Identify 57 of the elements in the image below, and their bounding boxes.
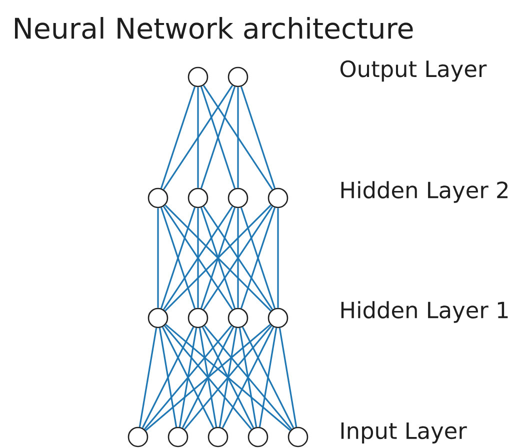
connection-line — [237, 87, 239, 188]
connection-line — [197, 87, 199, 188]
layer-label: Output Layer — [340, 60, 487, 82]
title: Neural Network architecture — [15, 17, 413, 39]
neuron-circle — [148, 188, 168, 208]
connection-line — [240, 86, 276, 189]
neuron-circle — [268, 308, 288, 328]
layer-label: Input Layer — [341, 422, 467, 444]
connection-line — [204, 325, 292, 430]
connection-line — [138, 328, 158, 428]
neuron-circle — [188, 66, 208, 88]
neuron-circle — [168, 426, 188, 448]
connection-line — [145, 324, 271, 432]
neuron-circle — [248, 426, 268, 448]
connection-line — [162, 326, 214, 428]
connection-line — [184, 325, 272, 430]
connection-line — [197, 208, 199, 308]
connection-line — [218, 328, 238, 428]
neuron-circle — [128, 426, 148, 448]
connection-line — [162, 85, 234, 190]
layer-label: Hidden Layer 1 — [341, 301, 508, 323]
connection-line — [242, 326, 294, 428]
crossing-lines — [200, 207, 236, 309]
connection-line — [238, 328, 258, 428]
connection-line — [158, 328, 178, 428]
connection-line — [222, 326, 274, 428]
neuron-circle — [228, 66, 248, 88]
layer-label: Hidden Layer 2 — [341, 181, 508, 203]
neuron-circle — [148, 308, 168, 328]
connection-line — [182, 326, 234, 428]
neuron-circle — [188, 308, 208, 328]
neuron-circle — [228, 188, 248, 208]
crossing-lines — [200, 86, 236, 189]
connection-line — [157, 208, 159, 308]
connection-line — [198, 328, 218, 428]
connection-line — [278, 328, 298, 428]
connection-line — [144, 325, 232, 430]
connection-line — [277, 208, 279, 308]
crossing-lines — [162, 206, 234, 310]
connection-line — [142, 326, 194, 428]
neuron-circle — [208, 426, 228, 448]
crossing-lines — [164, 204, 272, 312]
connection-line — [237, 208, 239, 308]
crossing-lines — [202, 206, 274, 310]
connection-line — [165, 324, 291, 432]
connection-line — [202, 85, 274, 190]
neuron-circle — [268, 188, 288, 208]
connection-line — [164, 325, 252, 430]
connection-line — [258, 328, 278, 428]
crossing-lines — [240, 207, 276, 309]
neuron-circle — [288, 426, 308, 448]
connection-line — [160, 86, 196, 189]
neuron-circle — [228, 308, 248, 328]
connection-line — [178, 328, 198, 428]
neuron-circle — [188, 188, 208, 208]
crossing-lines — [160, 207, 196, 309]
connection-line — [202, 326, 254, 428]
